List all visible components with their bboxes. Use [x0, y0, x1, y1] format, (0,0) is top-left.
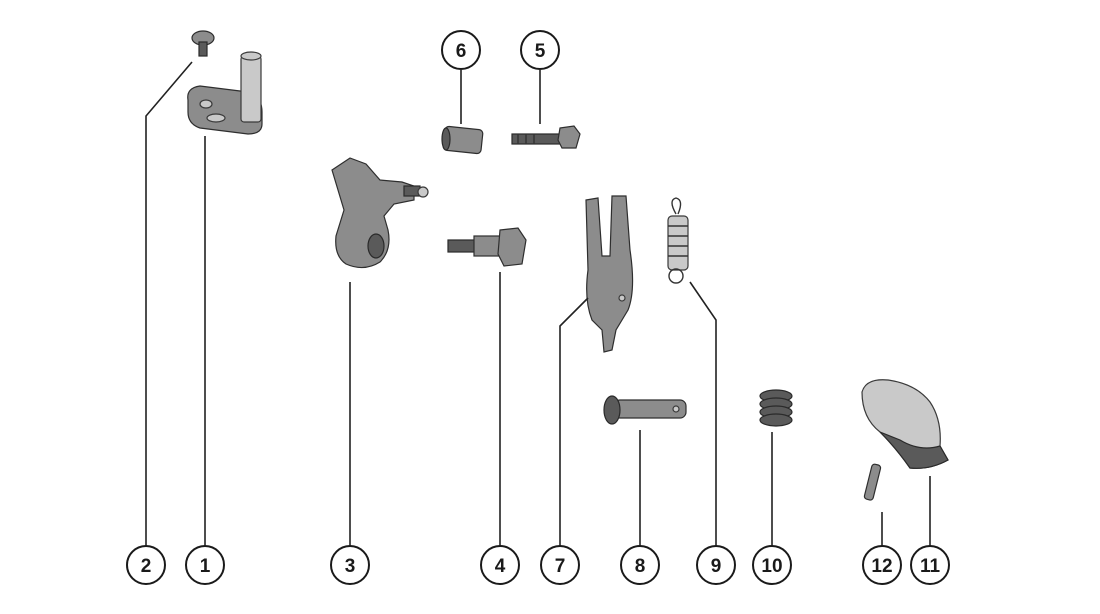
- handle-grip-icon: [861, 379, 949, 469]
- callout-11: 11: [910, 545, 950, 585]
- callout-9: 9: [696, 545, 736, 585]
- callout-8: 8: [620, 545, 660, 585]
- shift-fork-icon: [585, 195, 634, 353]
- compression-spring-icon: [759, 389, 793, 427]
- callout-2: 2: [126, 545, 166, 585]
- callout-5: 5: [520, 30, 560, 70]
- callout-3: 3: [330, 545, 370, 585]
- callout-label: 1: [200, 556, 211, 577]
- callout-label: 7: [555, 556, 566, 577]
- bolt-icon: [511, 125, 581, 149]
- screw-icon: [191, 30, 215, 57]
- roll-pin-icon: [863, 463, 882, 501]
- callout-label: 6: [456, 41, 467, 62]
- shoulder-bolt-icon: [447, 227, 527, 267]
- callout-label: 12: [871, 556, 892, 577]
- extension-spring-icon: [667, 197, 689, 284]
- leader-2: [145, 61, 193, 546]
- callout-label: 9: [711, 556, 722, 577]
- sleeve-bushing-icon: [441, 125, 484, 155]
- callout-6: 6: [441, 30, 481, 70]
- clevis-pin-icon: [603, 395, 687, 425]
- callout-12: 12: [862, 545, 902, 585]
- callout-10: 10: [752, 545, 792, 585]
- callout-label: 5: [535, 41, 546, 62]
- callout-7: 7: [540, 545, 580, 585]
- leader-7: [559, 297, 589, 546]
- bracket-with-pin-icon: [187, 51, 263, 135]
- callout-label: 4: [495, 556, 506, 577]
- callout-label: 3: [345, 556, 356, 577]
- callout-label: 10: [761, 556, 782, 577]
- callout-1: 1: [185, 545, 225, 585]
- callout-label: 2: [141, 556, 152, 577]
- lever-arm-icon: [331, 157, 429, 269]
- callout-label: 8: [635, 556, 646, 577]
- leader-lines: [145, 61, 931, 546]
- leader-9: [689, 281, 717, 546]
- callout-label: 11: [920, 556, 941, 577]
- callout-4: 4: [480, 545, 520, 585]
